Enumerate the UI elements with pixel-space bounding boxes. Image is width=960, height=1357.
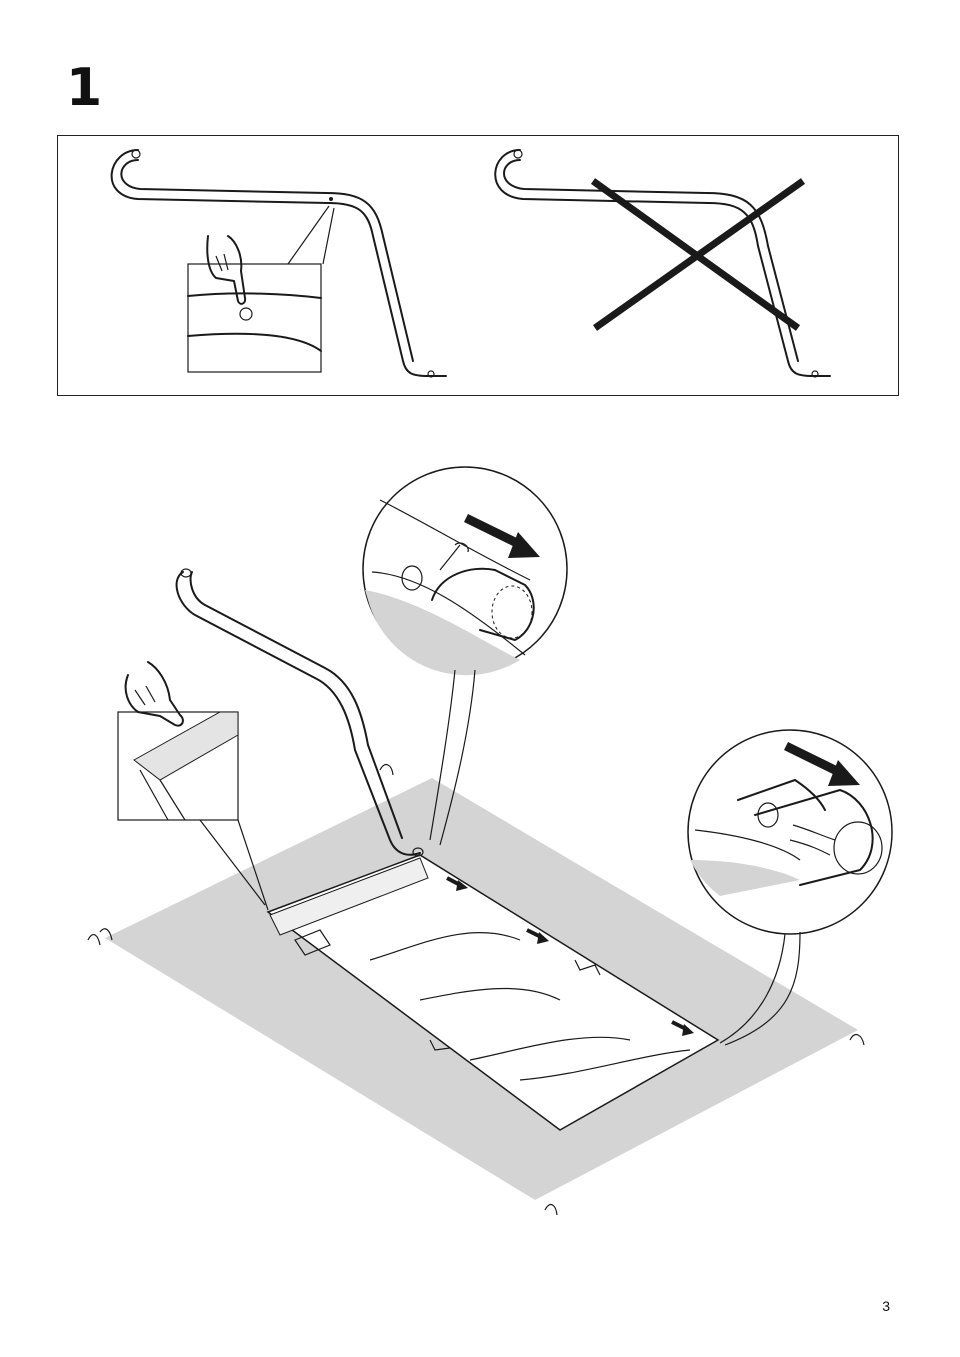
rug xyxy=(87,763,865,1216)
hand-pointing-icon xyxy=(124,661,184,727)
arrow-right-icon xyxy=(464,513,540,558)
arrow-right-icon xyxy=(526,928,549,944)
seat-fabric xyxy=(266,854,720,1131)
page-number: 3 xyxy=(882,1298,890,1314)
hand-pointing-icon xyxy=(206,235,247,305)
step-number: 1 xyxy=(66,58,103,118)
hole-detail-inset xyxy=(187,235,322,373)
frame-tube xyxy=(175,568,424,857)
cross-mark-icon xyxy=(590,178,806,331)
frame-orientation-panel xyxy=(57,135,899,396)
arrow-right-icon xyxy=(671,1020,694,1036)
frame-wrong xyxy=(494,149,831,378)
magnifier-detail-right xyxy=(687,729,893,1046)
arrow-right-icon xyxy=(784,741,860,786)
frame-orientation-illustration xyxy=(110,149,831,378)
corner-detail-inset xyxy=(117,661,269,911)
magnifier-detail-top xyxy=(362,466,568,846)
frame-correct xyxy=(110,149,447,378)
arrow-right-icon xyxy=(446,876,468,891)
